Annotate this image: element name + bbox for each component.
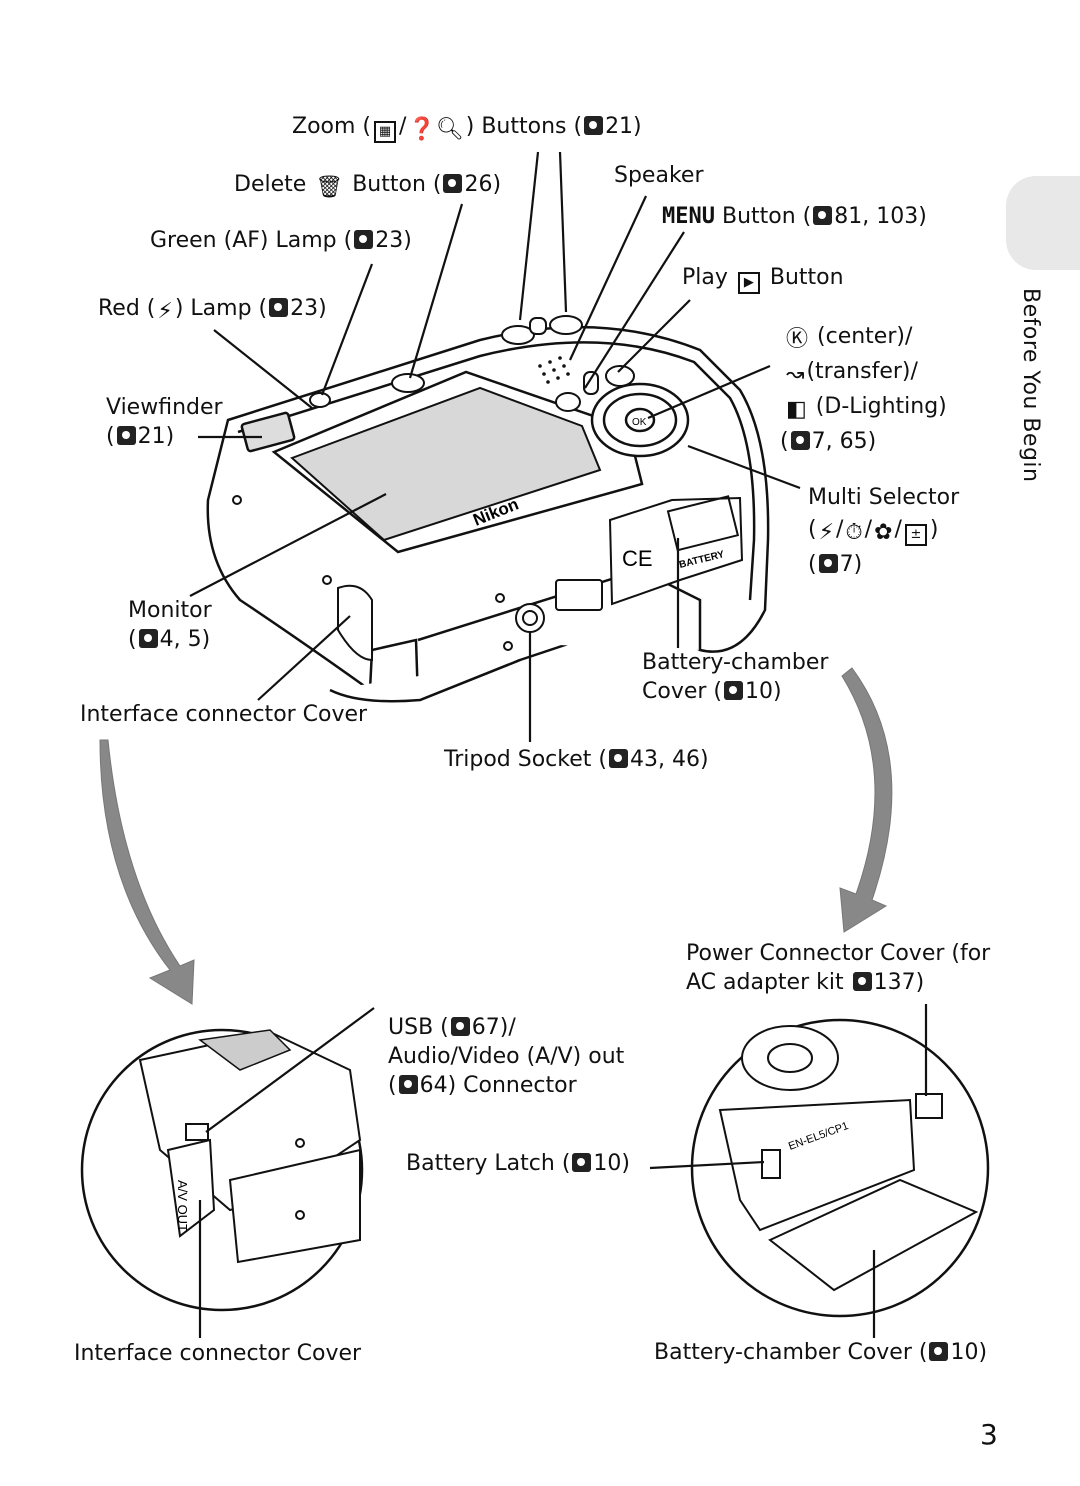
tripod-socket-label: Tripod Socket (43, 46) xyxy=(444,747,709,772)
ok-icon: Ⓚ xyxy=(786,327,809,352)
play-icon: ▶ xyxy=(737,272,760,294)
d-lighting-icon: ◧ xyxy=(786,397,807,422)
page-ref-icon xyxy=(572,1153,592,1172)
interface-cover-side xyxy=(337,584,373,662)
left-arrow xyxy=(99,739,195,1005)
menu-button-label: MENU Button (81, 103) xyxy=(662,204,927,229)
page-ref-icon xyxy=(269,298,289,317)
red-lamp-label: Red (⚡) Lamp (23) xyxy=(98,296,327,324)
speaker-grille xyxy=(538,356,570,384)
tripod-socket xyxy=(495,579,603,651)
green-lamp-label: Green (AF) Lamp (23) xyxy=(150,228,412,253)
page-ref-icon xyxy=(354,230,374,249)
page-ref-icon xyxy=(724,681,743,700)
transfer-icon: ↝ xyxy=(786,362,805,387)
thumbnail-icon: ▦ xyxy=(374,121,396,143)
svg-text:OK: OK xyxy=(632,417,647,428)
page-ref-icon xyxy=(929,1342,949,1361)
leader-lines xyxy=(189,151,801,742)
interface-cover-label-bottom: Interface connector Cover xyxy=(74,1341,362,1366)
multi-selector-label: Multi Selector (⚡/⏱/✿/±) (7) xyxy=(808,485,960,577)
page-ref-icon xyxy=(398,1075,418,1094)
ok-button-label: Ⓚ (center)/ ↝(transfer)/ ◧ (D-Lighting) … xyxy=(780,324,947,454)
menu-icon: MENU xyxy=(662,204,715,229)
detail-circle-left: A/V OUT xyxy=(80,1028,364,1312)
page-ref-icon xyxy=(450,1017,470,1036)
battery-chamber-cover-label-top: Battery-chamber Cover (10) xyxy=(642,650,829,704)
battery-chamber-cover-label-bottom: Battery-chamber Cover (10) xyxy=(654,1340,988,1365)
multi-selector-dial xyxy=(590,382,690,458)
ce-mark: CE xyxy=(622,546,653,571)
page-ref-icon xyxy=(813,206,833,225)
play-button-label: Play ▶ Button xyxy=(682,263,844,294)
zoom-buttons-label: Zoom (▦/❓🔍︎) Buttons (21) xyxy=(292,114,642,143)
page-ref-icon xyxy=(443,174,463,193)
svg-text:A/V OUT: A/V OUT xyxy=(175,1180,190,1232)
help-zoom-icon: ❓🔍︎ xyxy=(408,117,464,142)
monitor-label: Monitor (4, 5) xyxy=(128,598,212,652)
detail-circle-right: EN-EL5/CP1 xyxy=(690,1018,990,1318)
right-arrow xyxy=(839,667,893,933)
speaker-label: Speaker xyxy=(614,163,704,188)
page-ref-icon xyxy=(138,629,158,648)
delete-button-label: Delete 🗑︎ Button (26) xyxy=(234,172,502,200)
flash-icon: ⚡ xyxy=(818,520,835,545)
battery-cover xyxy=(608,495,744,606)
usb-av-label: USB (67)/ Audio/Video (A/V) out (64) Con… xyxy=(388,1015,625,1098)
macro-icon: ✿ xyxy=(874,520,893,545)
battery-latch-label: Battery Latch (10) xyxy=(406,1151,630,1176)
page-ref-icon xyxy=(608,749,628,768)
top-buttons xyxy=(309,315,635,412)
flash-icon: ⚡ xyxy=(157,299,173,324)
section-tab-label: Before You Begin xyxy=(1018,288,1043,483)
page-ref-icon xyxy=(584,116,604,135)
viewfinder-label: Viewfinder (21) xyxy=(106,395,223,449)
page-number: 3 xyxy=(980,1418,998,1451)
page-ref-icon xyxy=(818,554,838,573)
page-ref-icon xyxy=(852,972,872,991)
viewfinder-window xyxy=(240,411,296,453)
trash-icon: 🗑︎ xyxy=(315,175,344,200)
page-ref-icon xyxy=(790,431,810,450)
page-ref-icon xyxy=(116,426,136,445)
exposure-icon: ± xyxy=(904,524,927,546)
section-tab xyxy=(1006,176,1080,270)
power-connector-label: Power Connector Cover (for AC adapter ki… xyxy=(686,941,991,995)
self-timer-icon: ⏱ xyxy=(845,520,863,545)
interface-cover-label-top: Interface connector Cover xyxy=(80,702,368,727)
